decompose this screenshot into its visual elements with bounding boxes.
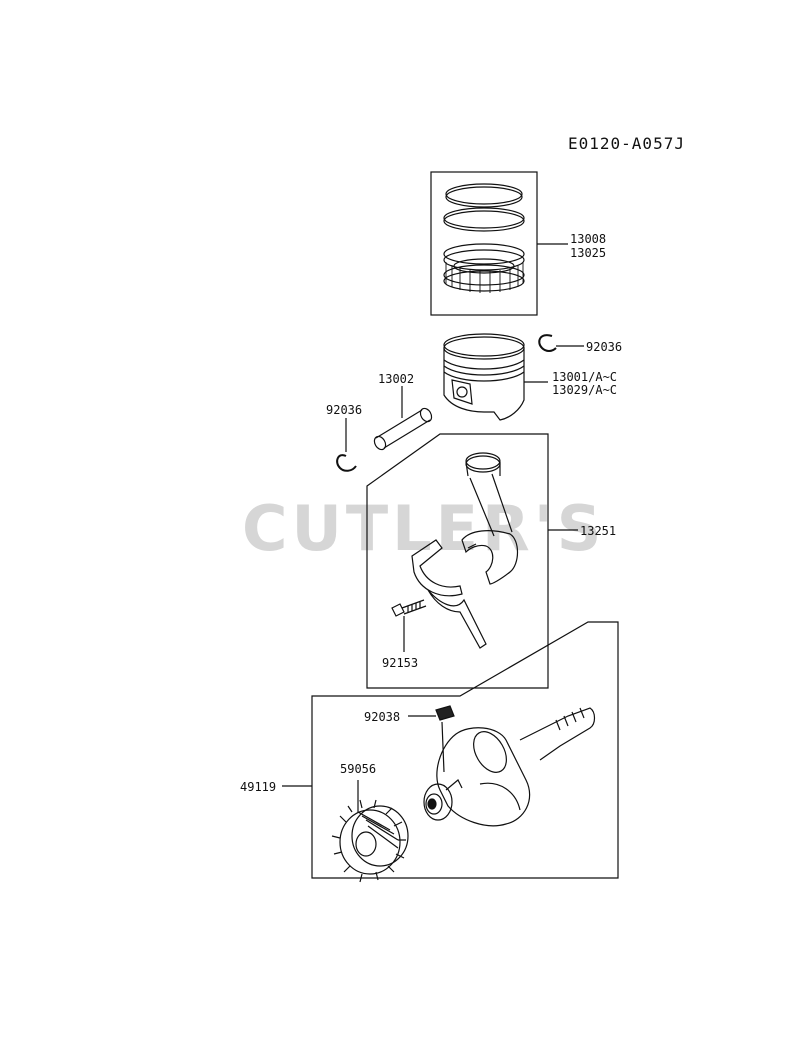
rod-bolt-illustration	[391, 599, 427, 617]
part-number-ring-set-1: 13008	[570, 232, 607, 246]
part-number-connecting-rod: 13251	[580, 524, 617, 538]
watermark-text: CUTLER'S	[242, 492, 606, 565]
part-number-ring-set-2: 13025	[570, 246, 607, 260]
part-number-rod-bolt: 92153	[382, 656, 419, 670]
part-number-piston-pin: 13002	[378, 372, 415, 386]
piston-pin-illustration	[373, 407, 433, 451]
rod-cap-illustration	[411, 539, 487, 649]
part-number-retainer-left: 92036	[326, 403, 363, 417]
connecting-rod-illustration	[461, 452, 519, 585]
connecting-rod-box	[366, 433, 549, 689]
part-number-piston-2: 13029/A~C	[552, 383, 618, 397]
crankshaft-illustration	[423, 707, 596, 827]
part-number-woodruff-key: 92038	[364, 710, 401, 724]
piston-illustration	[443, 333, 525, 421]
part-number-crank-gear: 59056	[340, 762, 377, 776]
part-number-retainer-right: 92036	[586, 340, 623, 354]
part-number-crankshaft: 49119	[240, 780, 277, 794]
crank-gear-illustration	[331, 780, 409, 883]
crankshaft-box	[311, 621, 619, 879]
part-number-piston-1: 13001/A~C	[552, 370, 618, 384]
piston-rings-illustration	[443, 183, 525, 293]
diagram-code: E0120-A057J	[568, 134, 685, 153]
